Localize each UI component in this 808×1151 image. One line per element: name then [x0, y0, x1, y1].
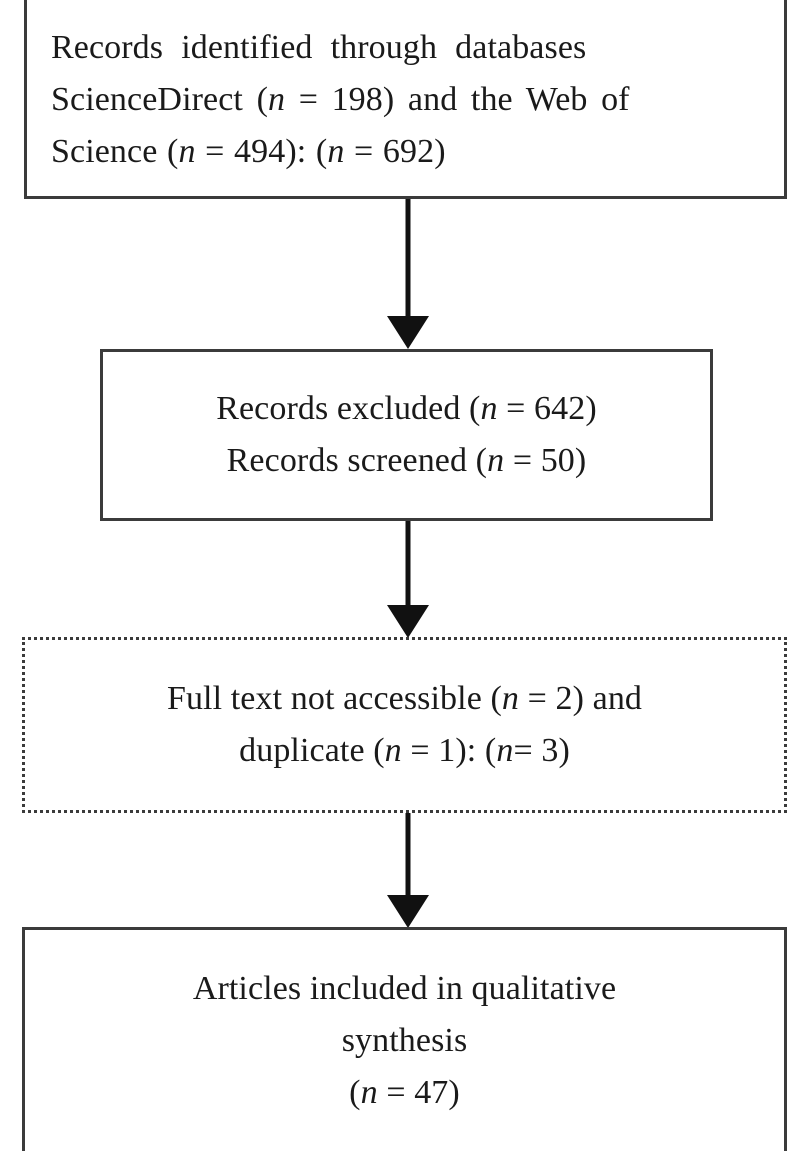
arrow-shaft: [405, 521, 411, 607]
text-run: = 3): [513, 732, 570, 769]
text-run: = 642): [497, 390, 597, 427]
box-identification-line-2: ScienceDirect (n = 198) and the Web of: [51, 74, 760, 126]
text-run: Records excluded (: [216, 390, 481, 427]
arrow-down-icon-eligibility-to-included: [387, 813, 429, 928]
text-run: synthesis: [341, 1021, 468, 1059]
box-eligibility-line-2: duplicate (n = 1): (n= 3): [41, 725, 768, 777]
arrow-head: [387, 316, 429, 349]
italic-variable-n: n: [480, 390, 498, 427]
italic-variable-n: n: [327, 133, 345, 170]
text-run: Full text not accessible (: [166, 680, 502, 717]
box-screening-line-2: Records screened (n = 50): [117, 435, 696, 487]
arrow-down-icon-identification-to-screening: [387, 199, 429, 349]
italic-variable-n: n: [360, 1073, 378, 1111]
box-identification-line-3: Science (n = 494): (n = 692): [51, 126, 760, 178]
text-run: = 494): (: [195, 133, 328, 170]
italic-variable-n: n: [178, 133, 196, 170]
arrow-shaft: [405, 813, 411, 897]
text-run: ScienceDirect (: [51, 81, 268, 118]
text-run: = 1): (: [401, 732, 497, 769]
box-eligibility-line-1: Full text not accessible (n = 2) and: [41, 673, 768, 725]
text-run: (: [349, 1073, 361, 1111]
text-run: = 692): [344, 133, 446, 170]
arrow-head: [387, 895, 429, 928]
text-run: = 2) and: [519, 680, 643, 717]
text-run: Records identified through databases: [51, 29, 587, 66]
italic-variable-n: n: [268, 81, 286, 118]
text-run: duplicate (: [239, 732, 385, 769]
text-run: Records screened (: [226, 442, 488, 479]
arrow-head: [387, 605, 429, 638]
box-identification: Records identified through databases Sci…: [24, 0, 787, 199]
box-screening: Records excluded (n = 642) Records scree…: [100, 349, 713, 521]
box-identification-line-1: Records identified through databases: [51, 22, 760, 74]
italic-variable-n: n: [496, 732, 514, 769]
italic-variable-n: n: [384, 732, 402, 769]
box-included: Articles included in qualitative synthes…: [22, 927, 787, 1151]
box-included-line-3: (n = 47): [41, 1067, 768, 1119]
italic-variable-n: n: [501, 680, 520, 717]
text-run: Science (: [51, 133, 179, 170]
text-run: = 50): [504, 442, 587, 479]
text-run: = 198) and the Web of: [285, 81, 630, 118]
arrow-down-icon-screening-to-eligibility: [387, 521, 429, 638]
italic-variable-n: n: [487, 442, 505, 479]
box-eligibility: Full text not accessible (n = 2) and dup…: [22, 637, 787, 813]
text-run: Articles included in qualitative: [192, 969, 617, 1007]
arrow-shaft: [405, 199, 411, 319]
box-included-line-1: Articles included in qualitative: [41, 963, 768, 1015]
box-included-line-2: synthesis: [41, 1015, 768, 1067]
text-run: = 47): [377, 1073, 460, 1111]
box-screening-line-1: Records excluded (n = 642): [117, 383, 696, 435]
